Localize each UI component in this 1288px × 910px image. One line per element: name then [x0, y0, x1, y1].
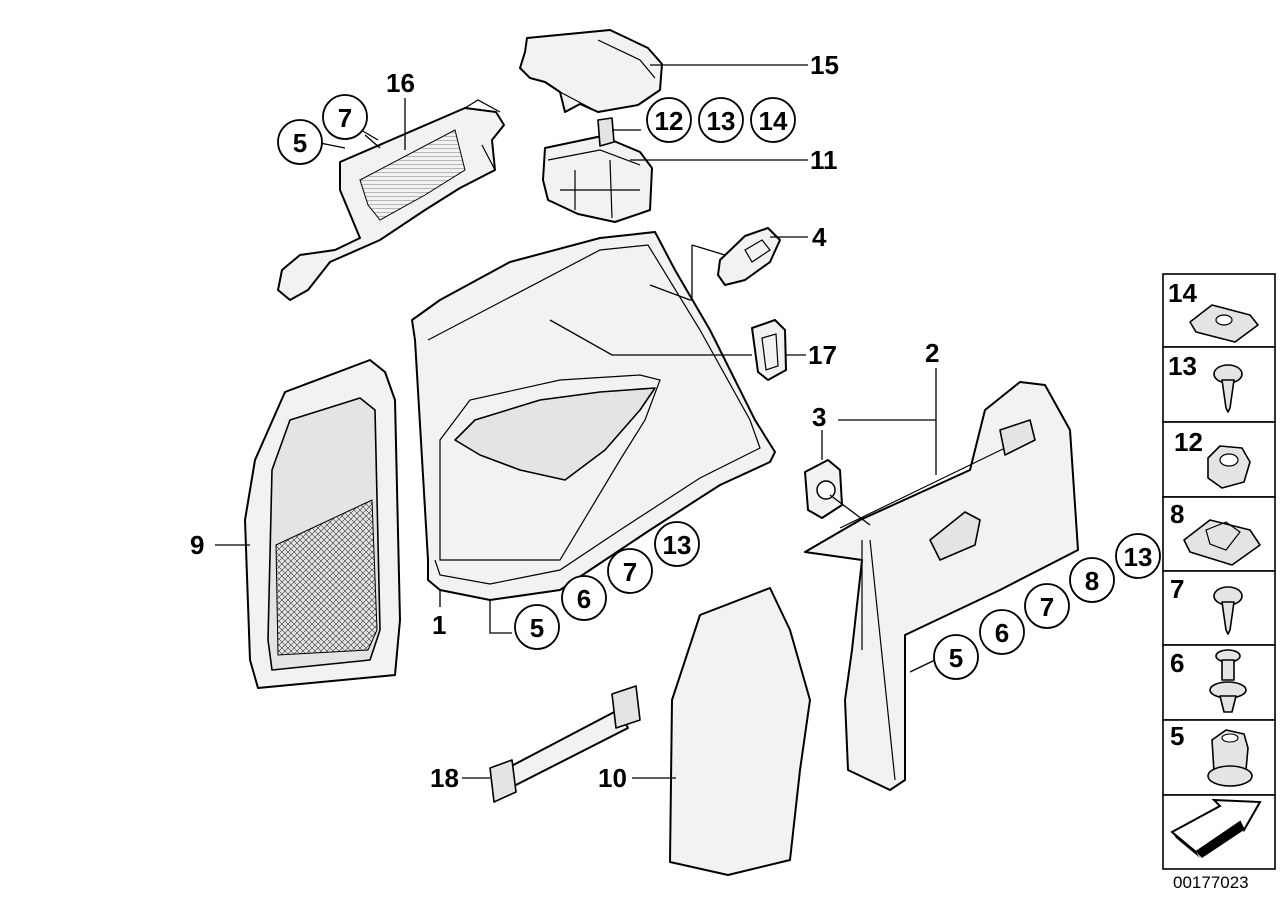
arrow-icon	[1170, 798, 1262, 858]
part-15-cover: 15	[519, 29, 839, 113]
callout-17: 17	[808, 340, 837, 370]
diagram-reference-number: 00177023	[1173, 873, 1249, 892]
callout-3: 3	[812, 402, 826, 432]
part-4-clip: 4	[649, 222, 827, 301]
legend-label-6: 6	[1170, 648, 1184, 678]
callout-10: 10	[598, 763, 627, 793]
callout-1: 1	[432, 610, 446, 640]
circle-2-e: 13	[1124, 542, 1153, 572]
callout-15: 15	[810, 50, 839, 80]
part-10-panel: 10	[598, 587, 811, 876]
part-11-bracket: 11	[542, 117, 838, 223]
circle-11-a: 12	[655, 106, 684, 136]
circle-16-a: 5	[293, 128, 307, 158]
circle-16-b: 7	[338, 103, 352, 133]
circle-1-a: 5	[530, 613, 544, 643]
legend-label-13: 13	[1168, 351, 1197, 381]
screw-icon	[1213, 364, 1243, 413]
circle-1-c: 7	[623, 557, 637, 587]
hex-nut-icon	[1207, 445, 1251, 489]
part-17-clip: 17	[549, 319, 837, 381]
part-2-right-trim: 2	[804, 338, 1079, 791]
circle-2-d: 8	[1085, 566, 1099, 596]
legend-label-8: 8	[1170, 499, 1184, 529]
circle-11-b: 13	[707, 106, 736, 136]
circle-11-c: 14	[759, 106, 788, 136]
hardware-legend: 14 13 12 8 7 6 5	[1162, 273, 1276, 892]
legend-label-12: 12	[1174, 427, 1203, 457]
callout-18: 18	[430, 763, 459, 793]
circle-2-b: 6	[995, 618, 1009, 648]
callout-11: 11	[810, 145, 838, 175]
part-3-grommet: 3	[804, 402, 936, 526]
circle-1-b: 6	[577, 584, 591, 614]
circle-2-c: 7	[1040, 592, 1054, 622]
circle-group-2: 5 6 7 8 13	[909, 533, 1161, 680]
callout-9: 9	[190, 530, 204, 560]
part-18-strap: 18	[430, 685, 641, 803]
part-9-net-frame: 9	[190, 359, 401, 689]
callout-4: 4	[812, 222, 827, 252]
circle-1-d: 13	[663, 530, 692, 560]
screw-icon-7	[1213, 586, 1243, 635]
part-1-side-panel: 1	[411, 231, 776, 640]
clip-nut-icon	[1189, 304, 1259, 343]
legend-cell-13	[1162, 346, 1276, 423]
circle-group-16: 5 7	[277, 94, 379, 165]
legend-label-5: 5	[1170, 721, 1184, 751]
rivet-icon	[1209, 649, 1247, 713]
circle-group-1: 5 6 7 13	[514, 521, 700, 650]
legend-label-14: 14	[1168, 278, 1197, 308]
callout-2: 2	[925, 338, 939, 368]
circle-group-11: 12 13 14	[646, 97, 796, 143]
legend-cell-7	[1162, 570, 1276, 646]
part-16-side-trim: 16	[277, 68, 505, 301]
spring-nut-icon	[1183, 519, 1261, 566]
flange-nut-icon	[1207, 729, 1253, 787]
circle-2-a: 5	[949, 643, 963, 673]
callout-16: 16	[386, 68, 415, 98]
legend-label-7: 7	[1170, 574, 1184, 604]
